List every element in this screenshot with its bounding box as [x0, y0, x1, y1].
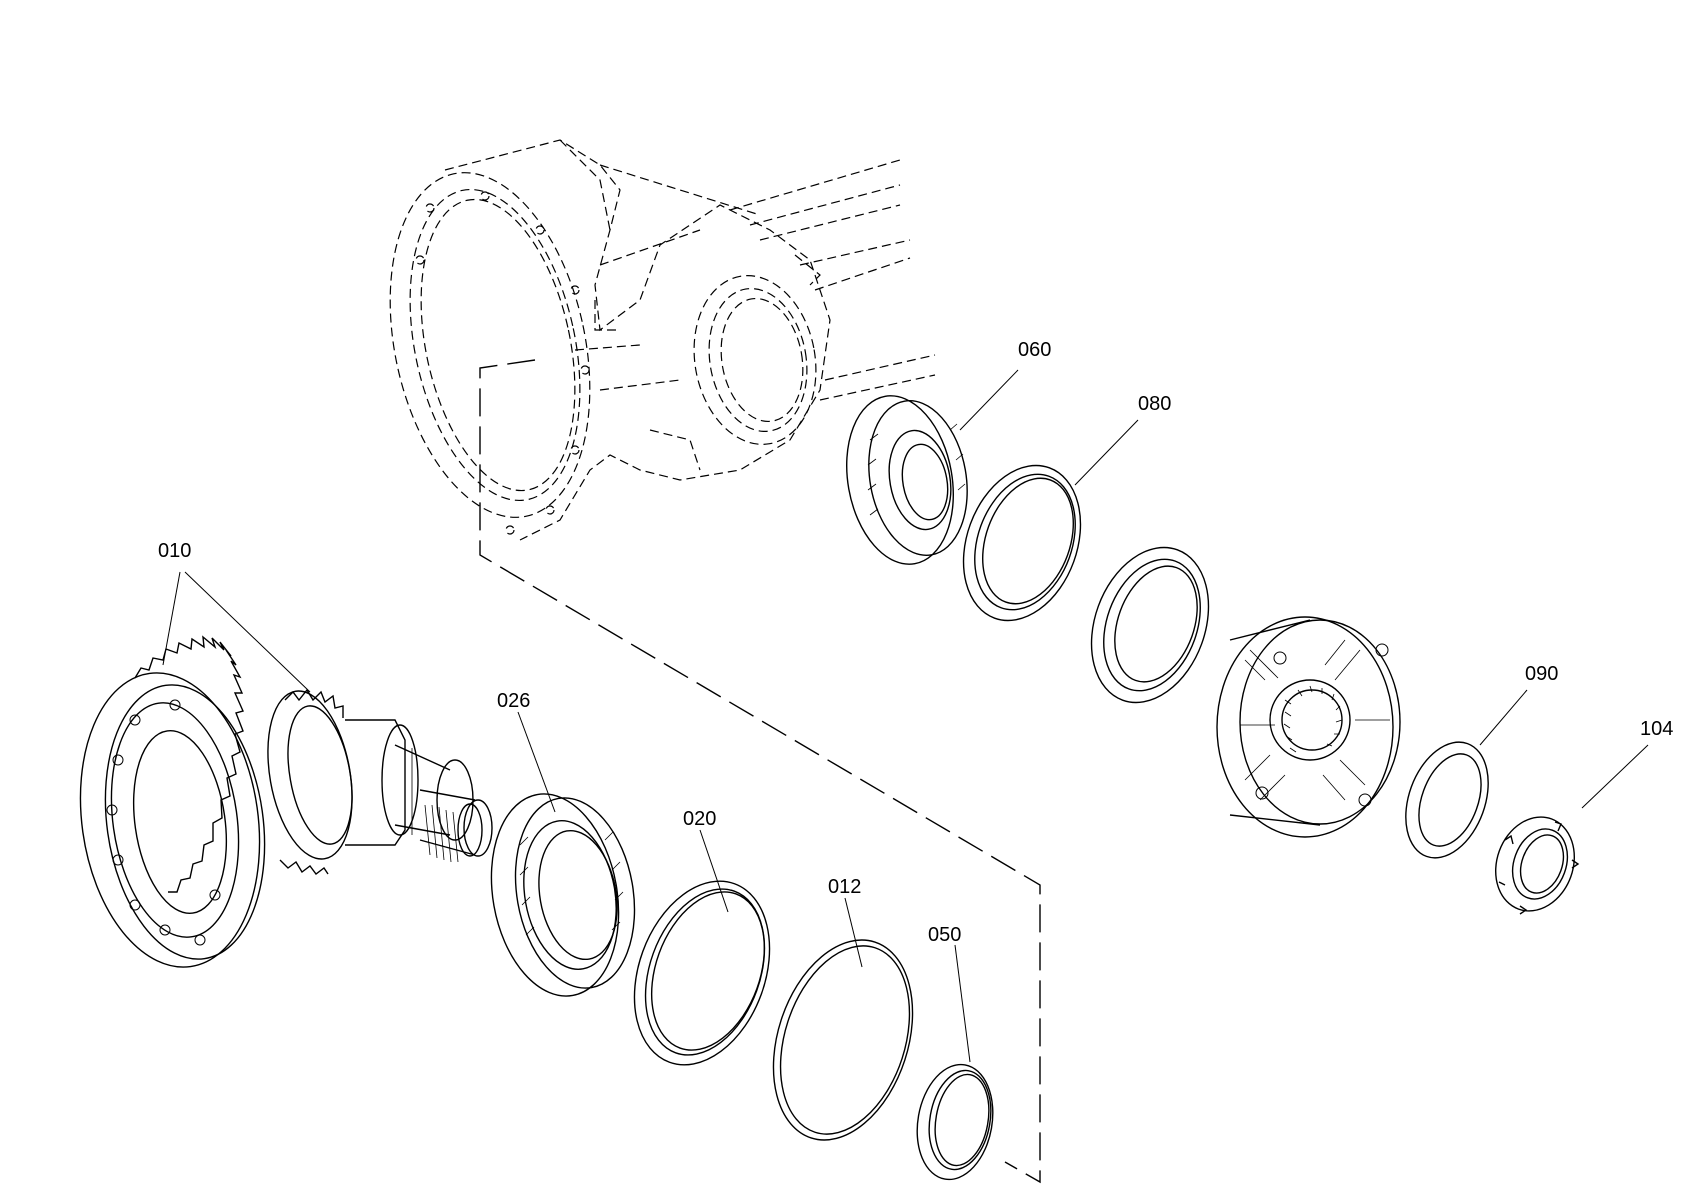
shaft-seal [1090, 546, 1210, 704]
label-050: 050 [928, 924, 961, 946]
shim-part-012 [772, 939, 914, 1141]
label-012: 012 [828, 876, 861, 898]
label-060: 060 [1018, 339, 1051, 361]
label-010: 010 [158, 540, 191, 562]
label-090: 090 [1525, 663, 1558, 685]
label-020: 020 [683, 808, 716, 830]
axle-housing [389, 139, 936, 541]
pinion-shaft-part-010 [267, 688, 493, 875]
roller-bearing-part-026 [490, 793, 636, 997]
part-labels: 010 026 020 012 050 060 080 090 104 [158, 339, 1673, 946]
spacer-part-050 [916, 1063, 994, 1181]
washer-part-090 [1405, 741, 1489, 859]
label-026: 026 [497, 690, 530, 712]
shim-ring-part-020 [633, 880, 771, 1066]
roller-bearing-part-060 [846, 395, 968, 565]
leader-lines [162, 369, 1649, 1063]
label-080: 080 [1138, 393, 1171, 415]
label-104: 104 [1640, 718, 1673, 740]
slotted-nut-part-104 [1494, 816, 1580, 915]
assembly-reference-line [479, 359, 1041, 1184]
output-flange [1216, 616, 1401, 838]
ring-gear-part-010 [79, 635, 266, 968]
bearing-cup-part-080 [962, 464, 1082, 622]
